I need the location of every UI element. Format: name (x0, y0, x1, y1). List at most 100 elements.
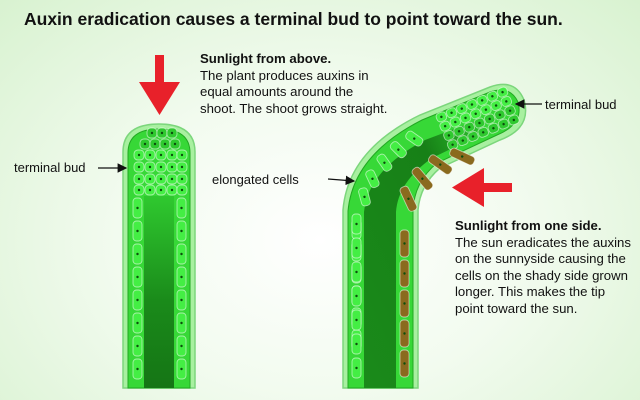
side-cell-right-nucleus (180, 298, 183, 302)
bud-cell-nucleus (159, 153, 163, 157)
side-cell-left-nucleus (136, 229, 139, 233)
bent-sunny-cell-nucleus (355, 246, 358, 250)
caption-sunlight-above-body: The plant produces auxins in equal amoun… (200, 67, 388, 116)
side-cell-right-nucleus (180, 344, 183, 348)
bent-shoot-core (364, 120, 486, 388)
bud-cell-nucleus (137, 165, 141, 169)
bent-bud-cell-nucleus (512, 118, 516, 122)
bud-cell-nucleus (137, 153, 141, 157)
caption-sunlight-side-heading: Sunlight from one side. (455, 218, 602, 233)
elongated-cell-nucleus (439, 163, 442, 166)
bud-cell-nucleus (173, 142, 177, 146)
bud-cell-nucleus (170, 131, 174, 135)
caption-sunlight-above: Sunlight from above. The plant produces … (200, 51, 390, 117)
side-cell-right-nucleus (180, 206, 183, 210)
bud-cell-nucleus (170, 153, 174, 157)
bent-bud-cell-nucleus (482, 131, 485, 134)
bud-cell-nucleus (180, 153, 184, 157)
bent-bud-cell-nucleus (443, 124, 447, 128)
side-cell-left-nucleus (136, 344, 139, 348)
side-cell-right-nucleus (180, 367, 183, 371)
label-elongated-cells: elongated cells (212, 172, 299, 187)
bud-cell-nucleus (137, 188, 141, 192)
bud-cell-nucleus (159, 188, 163, 192)
bent-bud-cell-nucleus (451, 143, 454, 146)
bent-sunny-cell-nucleus (383, 161, 386, 164)
bent-bud-cell-nucleus (450, 111, 453, 114)
bud-cell-nucleus (150, 131, 154, 135)
elongated-cell-nucleus (403, 362, 406, 365)
bud-cell-nucleus (143, 142, 147, 146)
bud-cell-nucleus (160, 131, 164, 135)
caption-sunlight-side: Sunlight from one side. The sun eradicat… (455, 218, 635, 318)
bud-cell-nucleus (170, 165, 174, 169)
elongated-cell-nucleus (403, 242, 406, 245)
bent-sunny-cell-nucleus (397, 148, 400, 151)
bent-sunny-cell-nucleus (363, 195, 366, 199)
bent-bud-cell-nucleus (491, 95, 494, 98)
bud-cell-nucleus (180, 188, 184, 192)
straight-side-cells (132, 197, 187, 380)
bud-cell-nucleus (180, 177, 184, 181)
sun-arrow-left (452, 168, 512, 207)
bent-bud-cell-nucleus (474, 112, 477, 115)
bud-cell-nucleus (170, 188, 174, 192)
side-cell-right-nucleus (180, 275, 183, 279)
bent-sunny-cell-nucleus (355, 294, 358, 298)
bud-cell-nucleus (148, 153, 152, 157)
bent-bud-cell-nucleus (440, 115, 443, 119)
bud-cell-nucleus (153, 142, 157, 146)
side-cell-right-nucleus (180, 229, 183, 233)
bent-bud-cell-nucleus (457, 130, 461, 133)
bent-bud-cell-nucleus (447, 134, 451, 137)
bent-bud-cell-nucleus (461, 139, 465, 142)
elongated-cell-nucleus (461, 155, 464, 158)
straight-shoot (122, 123, 196, 389)
bent-bud-cell-nucleus (478, 121, 481, 125)
bent-bud-cell-nucleus (460, 107, 463, 110)
bent-bud-cell-nucleus (468, 125, 471, 129)
side-cell-left-nucleus (136, 298, 139, 302)
straight-shoot-core (144, 196, 174, 388)
bud-cell-nucleus (163, 142, 167, 146)
bent-right-cells (351, 147, 476, 379)
bent-bud-cell-nucleus (494, 104, 498, 107)
elongated-cell-nucleus (421, 177, 424, 180)
bent-sunny-cell-nucleus (371, 177, 374, 180)
bent-bud-cell-nucleus (464, 116, 467, 120)
bent-bud-cell-nucleus (505, 100, 508, 103)
bud-cell-nucleus (170, 177, 174, 181)
bent-sunny-cell-nucleus (355, 270, 358, 274)
bent-bud-cell-nucleus (501, 90, 504, 94)
side-cell-left-nucleus (136, 206, 139, 210)
bent-bud-cell-nucleus (470, 103, 474, 106)
bent-bud-cell-nucleus (480, 99, 484, 102)
bud-cell-nucleus (159, 177, 163, 181)
straight-bud-cells (133, 127, 188, 196)
bent-sunny-cell-nucleus (355, 342, 358, 346)
label-terminal-bud-bent: terminal bud (545, 97, 617, 112)
bud-cell-nucleus (180, 165, 184, 169)
figure-title: Auxin eradication causes a terminal bud … (24, 9, 563, 29)
bud-cell-nucleus (148, 188, 152, 192)
side-cell-left-nucleus (136, 367, 139, 371)
bent-sunny-cell-nucleus (355, 366, 358, 370)
caption-sunlight-above-heading: Sunlight from above. (200, 51, 332, 66)
side-cell-left-nucleus (136, 275, 139, 279)
bud-cell-nucleus (148, 165, 152, 169)
elongated-cell-nucleus (403, 302, 406, 305)
elongated-cell-nucleus (403, 272, 406, 275)
bent-bud-cell-nucleus (471, 135, 475, 138)
bent-bud-cell-nucleus (484, 108, 488, 111)
bent-shoot (342, 83, 527, 389)
bud-cell-nucleus (148, 177, 152, 181)
side-cell-right-nucleus (180, 321, 183, 325)
bent-sunny-cell-nucleus (355, 318, 358, 322)
label-terminal-bud-straight: terminal bud (14, 160, 86, 175)
bent-bud-cell-nucleus (454, 120, 457, 124)
bud-cell-nucleus (159, 165, 163, 169)
side-cell-left-nucleus (136, 252, 139, 256)
bent-bud-cells (435, 86, 520, 151)
bent-bud-cell-nucleus (492, 126, 495, 130)
